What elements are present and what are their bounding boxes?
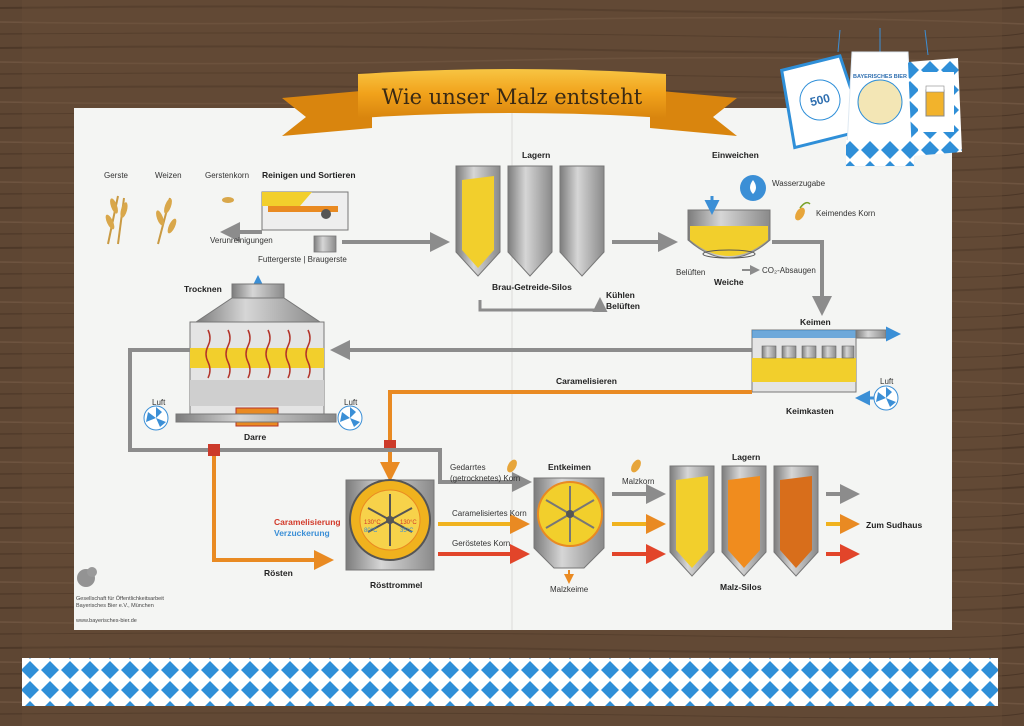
title-ribbon: Wie unser Malz entsteht <box>282 69 737 136</box>
label-luft-right: Luft <box>344 398 358 407</box>
label-einweichen: Einweichen <box>712 150 759 160</box>
label-weizen: Weizen <box>155 171 182 180</box>
footer-org-2: Bayerisches Bier e.V., München <box>76 603 154 609</box>
grain-stalk-icon <box>105 195 128 245</box>
grain-kernel-icon <box>507 459 517 473</box>
label-weiche: Weiche <box>714 277 744 287</box>
darre-kiln <box>175 283 337 427</box>
beer-tags: 500 BAYERISCHES BIER <box>779 28 962 167</box>
label-malzkeime: Malzkeime <box>550 585 589 594</box>
label-temp-4: 35°C <box>400 528 414 534</box>
tag-text: BAYERISCHES BIER <box>853 74 907 80</box>
malz-silos <box>669 465 819 577</box>
label-lagern-top: Lagern <box>522 150 550 160</box>
label-caramelisieren: Caramelisieren <box>556 376 617 386</box>
label-malz-silos: Malz-Silos <box>720 582 762 592</box>
label-keimen: Keimen <box>800 317 831 327</box>
footer-url[interactable]: www.bayerisches-bier.de <box>75 618 137 624</box>
label-belueften-weiche: Belüften <box>676 268 705 277</box>
label-belueften: Belüften <box>606 301 640 311</box>
bavarian-rauten-band <box>22 658 998 706</box>
label-zum-sudhaus: Zum Sudhaus <box>866 520 922 530</box>
fan-icon <box>873 385 899 411</box>
label-wasserzugabe: Wasserzugabe <box>772 179 826 188</box>
label-keimendes-korn: Keimendes Korn <box>816 209 875 218</box>
fan-icon <box>337 405 363 431</box>
label-darre: Darre <box>244 432 266 442</box>
water-drop-icon <box>740 175 766 201</box>
label-malzkorn: Malzkorn <box>622 477 654 486</box>
label-geroestetes-korn: Geröstetes Korn <box>452 539 510 548</box>
weiche-tank <box>687 209 771 259</box>
pipe-valve <box>208 444 220 456</box>
label-futtergerste: Futtergerste | Braugerste <box>258 255 347 264</box>
label-keimkasten: Keimkasten <box>786 406 834 416</box>
label-brau-getreide-silos: Brau-Getreide-Silos <box>492 282 572 292</box>
fan-icon <box>143 405 169 431</box>
sorting-machine <box>261 191 349 253</box>
footer-org-1: Gesellschaft für Öffentlichkeitsarbeit <box>76 595 164 602</box>
label-verunreinigungen: Verunreinigungen <box>210 236 273 245</box>
oak-leaf-logo-icon <box>77 567 97 587</box>
label-trocknen: Trocknen <box>184 284 222 294</box>
sprout-icon <box>795 201 811 221</box>
label-gerste: Gerste <box>104 171 129 180</box>
label-gerstenkorn: Gerstenkorn <box>205 171 249 180</box>
label-gedarrtes-1: Gedarrtes <box>450 463 486 472</box>
label-caramelisierung: Caramelisierung <box>274 517 341 527</box>
label-co2: CO₂-Absaugen <box>762 266 816 275</box>
label-roesten: Rösten <box>264 568 293 578</box>
roesttrommel <box>345 479 435 571</box>
label-entkeimen: Entkeimen <box>548 462 591 472</box>
label-luft-left: Luft <box>152 398 166 407</box>
page-title: Wie unser Malz entsteht <box>382 85 643 109</box>
label-temp-1: 130°C <box>364 520 381 526</box>
label-reinigen: Reinigen und Sortieren <box>262 170 356 180</box>
keimkasten <box>751 329 887 393</box>
brau-getreide-silos <box>455 165 605 277</box>
label-temp-3: 80°C <box>364 528 378 534</box>
entkeimen-machine <box>533 477 605 569</box>
grain-kernel-icon <box>222 197 234 203</box>
label-luft-keim: Luft <box>880 377 894 386</box>
label-kuehlen: Kühlen <box>606 290 635 300</box>
label-roesttrommel: Rösttrommel <box>370 580 422 590</box>
label-gedarrtes-2: (getrocknetes) Korn <box>450 474 520 483</box>
label-verzuckerung: Verzuckerung <box>274 528 330 538</box>
grain-stalk-icon <box>156 197 177 245</box>
label-caramelisiertes-korn: Caramelisiertes Korn <box>452 509 527 518</box>
label-temp-2: 130°C <box>400 520 417 526</box>
tag-number: 500 <box>809 91 832 110</box>
grain-kernel-icon <box>631 459 641 473</box>
label-lagern-bottom: Lagern <box>732 452 760 462</box>
